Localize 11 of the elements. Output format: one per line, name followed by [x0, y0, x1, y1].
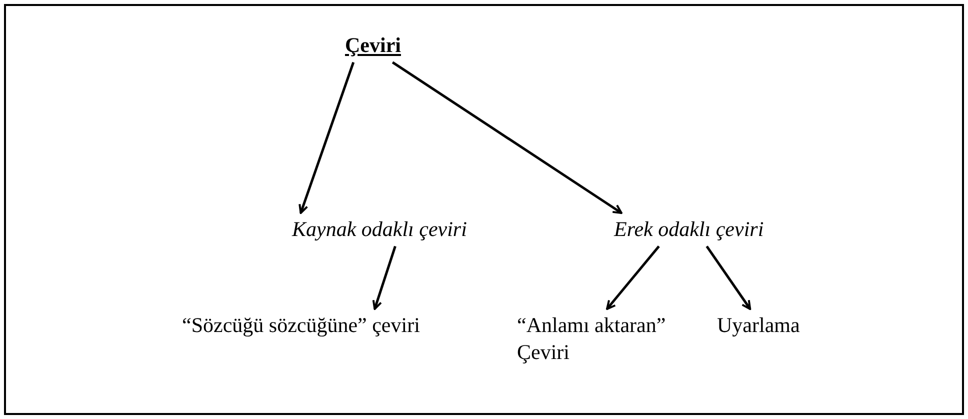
concept-label: Uyarlama	[717, 312, 800, 340]
concept-label: “Anlamı aktaran” Çeviri	[517, 312, 697, 367]
arrow	[392, 61, 622, 214]
concept-label: “Sözcüğü sözcüğüne” çeviri	[182, 312, 420, 340]
concept-label: Kaynak odaklı çeviri	[292, 216, 467, 244]
arrow	[706, 246, 752, 310]
concept-label: Erek odaklı çeviri	[614, 216, 764, 244]
arrow	[372, 246, 396, 310]
arrow	[606, 246, 660, 310]
arrow	[298, 62, 355, 214]
diagram-heading: Çeviri	[345, 32, 401, 60]
